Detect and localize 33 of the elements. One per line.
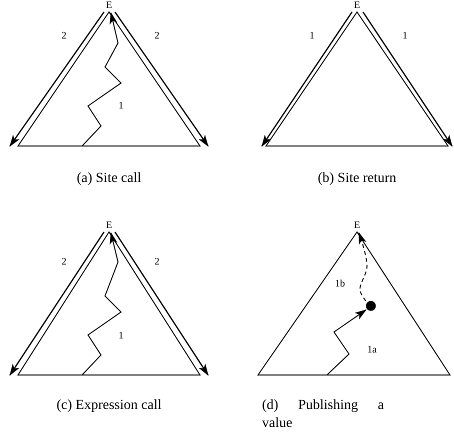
arrow bbox=[114, 232, 209, 376]
edge-label: 1 bbox=[118, 100, 124, 112]
arrow bbox=[114, 12, 209, 147]
edge-label: 2 bbox=[62, 256, 66, 268]
triangle-outline bbox=[17, 11, 201, 146]
arrow bbox=[82, 232, 122, 376]
arrow bbox=[362, 12, 453, 147]
edge-label: 1 bbox=[118, 330, 124, 342]
vertex-label: E bbox=[354, 221, 360, 231]
edge-label: 2 bbox=[154, 30, 160, 42]
caption: (a) Site call bbox=[76, 170, 142, 188]
vertex-label: E bbox=[354, 1, 360, 11]
arrow bbox=[9, 232, 105, 376]
edge-label: 1 bbox=[402, 30, 408, 42]
edge-label: 1b bbox=[335, 278, 345, 290]
dot-marker bbox=[366, 300, 376, 311]
vertex-label: E bbox=[106, 1, 112, 11]
arrow bbox=[326, 309, 367, 376]
caption: (d) Publishing a value bbox=[262, 397, 384, 433]
edge-label: 2 bbox=[154, 256, 160, 268]
edge-label: 2 bbox=[62, 30, 66, 42]
vertex-label: E bbox=[106, 221, 112, 231]
arrow bbox=[82, 12, 122, 146]
triangle-outline bbox=[257, 231, 451, 376]
edge-label: 1 bbox=[310, 30, 314, 42]
edge-label: 1a bbox=[367, 344, 377, 356]
triangle-outline bbox=[265, 11, 449, 146]
arrow bbox=[9, 12, 105, 147]
triangle-outline bbox=[17, 231, 201, 376]
arrow bbox=[261, 12, 353, 147]
dashed-arrow bbox=[358, 232, 368, 302]
caption: (c) Expression call bbox=[56, 397, 162, 415]
caption: (b) Site return bbox=[318, 170, 396, 188]
